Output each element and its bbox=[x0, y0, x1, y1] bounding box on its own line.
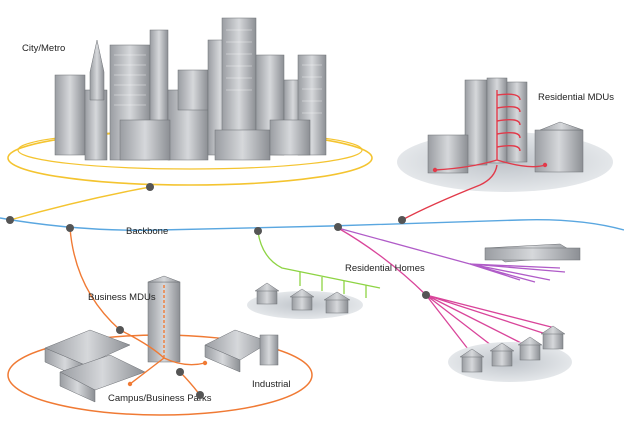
node-backbone-business bbox=[66, 224, 74, 232]
backbone-line bbox=[0, 217, 624, 231]
residential-mdus-label: Residential MDUs bbox=[538, 92, 614, 103]
residential-mdus-cluster: Residential MDUs bbox=[397, 77, 614, 192]
city-link bbox=[9, 186, 151, 221]
row-houses-icon bbox=[484, 243, 581, 263]
node-backbone-west bbox=[6, 216, 14, 224]
node-backbone-green bbox=[254, 227, 262, 235]
green-homes-link bbox=[257, 231, 381, 298]
business-mdus-label: Business MDUs bbox=[88, 292, 156, 303]
node-campus-south bbox=[196, 391, 204, 399]
city-metro-cluster: City/Metro bbox=[7, 17, 373, 186]
endpoint-dots bbox=[127, 360, 208, 387]
houses-icon bbox=[247, 282, 363, 319]
city-skyline-icon bbox=[54, 17, 327, 161]
campus-buildings-icon bbox=[44, 329, 279, 403]
city-label: City/Metro bbox=[22, 43, 65, 54]
magenta-homes-link bbox=[337, 227, 556, 359]
residential-mdus-risers bbox=[434, 90, 546, 171]
residential-mdus-link bbox=[401, 164, 498, 221]
city-windows bbox=[114, 29, 322, 114]
node-homes-split bbox=[422, 291, 430, 299]
residential-mdus-feeders bbox=[496, 93, 521, 152]
industrial-label: Industrial bbox=[252, 379, 291, 390]
campus-feeders bbox=[119, 329, 206, 396]
node-backbone-homes bbox=[334, 223, 342, 231]
homes-lower-right-icon bbox=[448, 325, 572, 382]
node-campus bbox=[176, 368, 184, 376]
campus-label: Campus/Business Parks bbox=[108, 393, 212, 404]
backbone-label: Backbone bbox=[126, 226, 168, 237]
node-business bbox=[116, 326, 124, 334]
purple-rowhouses-link bbox=[337, 227, 566, 283]
node-backbone-mdus bbox=[398, 216, 406, 224]
residential-homes-label: Residential Homes bbox=[345, 263, 425, 274]
network-nodes bbox=[6, 183, 430, 399]
mdu-endpoint-dots bbox=[432, 162, 548, 173]
node-city bbox=[146, 183, 154, 191]
business-link bbox=[69, 227, 121, 331]
business-cluster: Business MDUs Industrial Campus/Business… bbox=[7, 275, 313, 416]
